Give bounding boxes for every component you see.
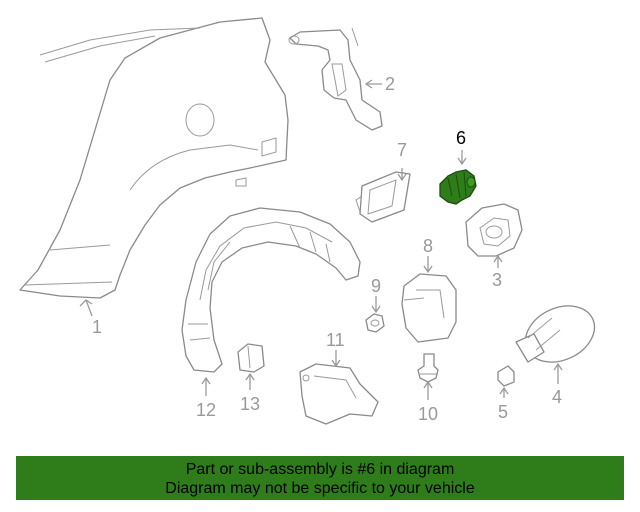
part-4-fuel-lid[interactable] xyxy=(515,295,604,373)
part-6-highlighted[interactable] xyxy=(439,169,477,205)
part-8-splash-shield[interactable] xyxy=(401,273,457,343)
callout-6: 6 xyxy=(456,128,466,148)
part-3-housing[interactable] xyxy=(465,203,523,257)
callout-8: 8 xyxy=(423,236,433,256)
callout-13: 13 xyxy=(240,394,260,414)
part-7-plate[interactable] xyxy=(355,171,411,223)
part-12-fender-liner[interactable] xyxy=(181,207,361,373)
callout-3: 3 xyxy=(492,270,502,290)
callout-2: 2 xyxy=(385,74,395,94)
info-banner: Part or sub-assembly is #6 in diagram Di… xyxy=(16,456,624,500)
callout-5: 5 xyxy=(498,402,508,422)
callout-7: 7 xyxy=(397,140,407,160)
callout-labels: 1 2 7 6 3 8 9 4 5 10 11 12 13 xyxy=(92,74,562,424)
part-1-quarter-panel[interactable] xyxy=(19,17,289,299)
banner-line-part-number: Part or sub-assembly is #6 in diagram xyxy=(185,461,455,478)
part-13-clip[interactable] xyxy=(237,343,265,373)
callout-4: 4 xyxy=(552,387,562,407)
part-11-guard[interactable] xyxy=(299,363,379,425)
callout-11: 11 xyxy=(326,330,345,350)
part-9-nut[interactable] xyxy=(365,313,385,333)
parts-diagram: 1 2 7 6 3 8 9 4 5 10 11 12 13 xyxy=(19,17,604,425)
banner-line-disclaimer: Diagram may not be specific to your vehi… xyxy=(165,480,475,497)
callout-9: 9 xyxy=(371,276,381,296)
part-5-grommet[interactable] xyxy=(497,365,515,387)
callout-10: 10 xyxy=(418,404,438,424)
callout-12: 12 xyxy=(196,400,216,420)
part-2-bracket[interactable] xyxy=(288,27,383,131)
leader-lines xyxy=(79,79,563,400)
part-10-fastener[interactable] xyxy=(417,353,439,383)
callout-1: 1 xyxy=(92,317,102,337)
